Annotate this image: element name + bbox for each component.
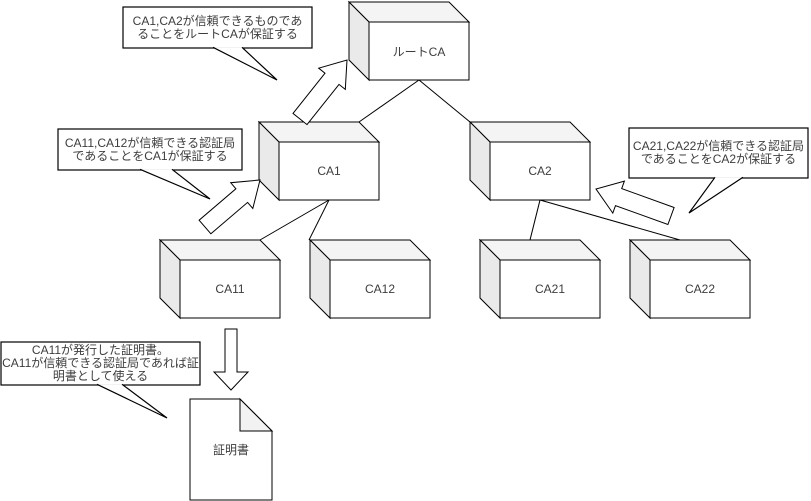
ca1-box bbox=[257, 120, 381, 202]
certificate-doc-page bbox=[189, 398, 273, 501]
ca1-box-front bbox=[278, 141, 380, 201]
callout-ca1-note-tail bbox=[139, 168, 211, 200]
callout-root-note-rect bbox=[122, 6, 313, 49]
callout-cert-note-rect bbox=[0, 341, 201, 386]
trust-arrow-to-ca1-icon bbox=[198, 179, 261, 235]
edge-ca2-to-ca21 bbox=[529, 199, 541, 241]
callout-root-note-shape bbox=[122, 6, 313, 81]
issue-arrow-ca11-to-cert-icon bbox=[212, 328, 250, 391]
ca12-box-top bbox=[308, 239, 432, 261]
trust-arrow-to-root-icon bbox=[292, 59, 348, 126]
ca22-box-front bbox=[649, 259, 751, 319]
edge-root-to-ca2 bbox=[418, 79, 471, 123]
ca1-box-top bbox=[257, 121, 381, 143]
callout-ca2-note-rect bbox=[628, 127, 809, 179]
root-ca-box bbox=[347, 0, 471, 82]
ca2-box-top bbox=[468, 121, 592, 143]
edge-root-to-ca1 bbox=[358, 79, 420, 123]
ca11-box-front bbox=[179, 259, 281, 319]
root-ca-box-top bbox=[347, 1, 471, 23]
ca21-box-front bbox=[499, 259, 601, 319]
ca12-box bbox=[308, 238, 432, 320]
ca12-box-front bbox=[329, 259, 431, 319]
ca11-box bbox=[158, 238, 282, 320]
ca21-box-top bbox=[478, 239, 602, 261]
edge-ca1-to-ca11 bbox=[259, 199, 330, 241]
edge-ca2-to-ca22 bbox=[539, 199, 681, 241]
connector-lines bbox=[259, 79, 681, 241]
callout-ca2-note-tail bbox=[688, 176, 744, 214]
ca22-box bbox=[628, 238, 752, 320]
ca21-box bbox=[478, 238, 602, 320]
root-ca-box-front bbox=[368, 21, 470, 81]
callout-root-note-tail bbox=[212, 46, 278, 81]
callout-ca2-note-shape bbox=[628, 127, 809, 214]
edge-ca1-to-ca12 bbox=[308, 199, 330, 241]
ca2-box bbox=[468, 120, 592, 202]
ca11-box-top bbox=[158, 239, 282, 261]
callout-cert-note-tail bbox=[96, 383, 168, 419]
certificate-doc-shape bbox=[189, 397, 274, 501]
callout-ca1-note-rect bbox=[57, 128, 243, 171]
trust-arrow-to-ca2-icon bbox=[595, 180, 675, 226]
callout-cert-note-shape bbox=[0, 341, 201, 419]
ca22-box-top bbox=[628, 239, 752, 261]
ca2-box-front bbox=[489, 141, 591, 201]
certificate-doc-fold-icon bbox=[239, 397, 274, 432]
callout-ca1-note-shape bbox=[57, 128, 243, 200]
